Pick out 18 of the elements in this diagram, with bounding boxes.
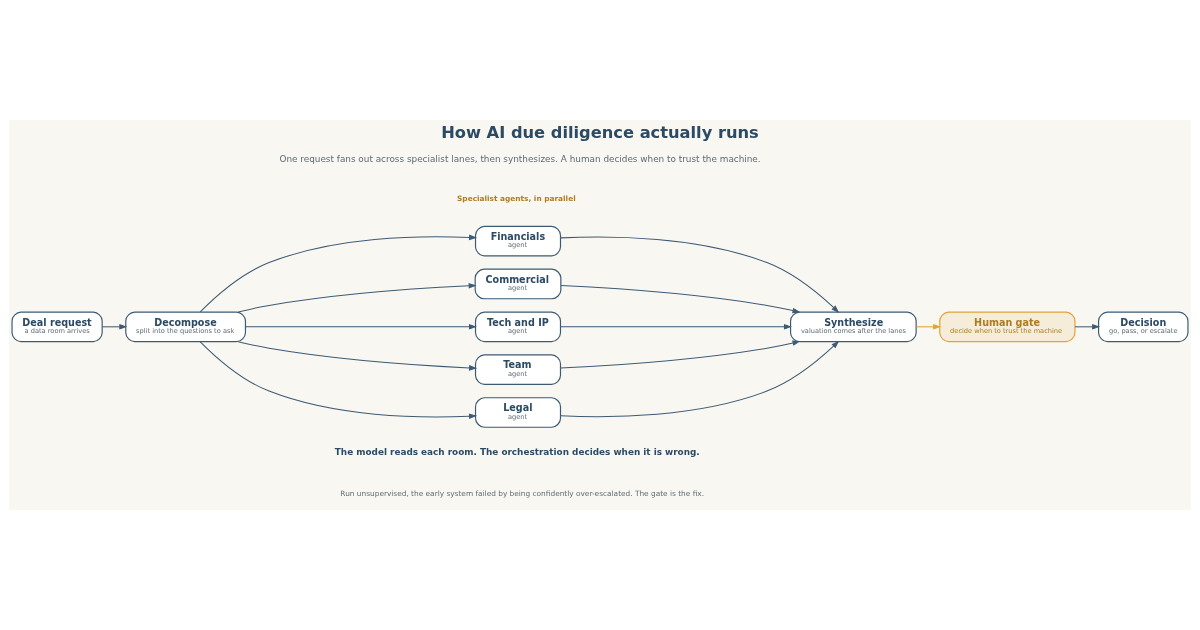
arrow [101,324,128,330]
arrow [237,341,478,371]
arrow [245,324,477,330]
arrow [560,285,801,314]
label: Run unsupervised, the early system failed by being confidently over-escalated. The gate is the fix. [340,488,705,498]
arrow [199,341,478,420]
label: Specialist agents, in parallel [457,193,576,203]
arrow [560,340,840,418]
label: One request fans out across specialist lanes, then synthesizes. A human decides when to trust the machine. [279,154,761,165]
arrow [560,340,801,369]
arrow [199,234,478,313]
arrow [915,324,942,330]
arrow [560,324,792,330]
label: The model reads each room. The orchestration decides when it is wrong. [334,447,700,458]
diagram-title: How AI due diligence actually runs [441,123,759,143]
arrow [1074,324,1101,330]
arrow [237,282,477,313]
arrow [560,236,840,313]
